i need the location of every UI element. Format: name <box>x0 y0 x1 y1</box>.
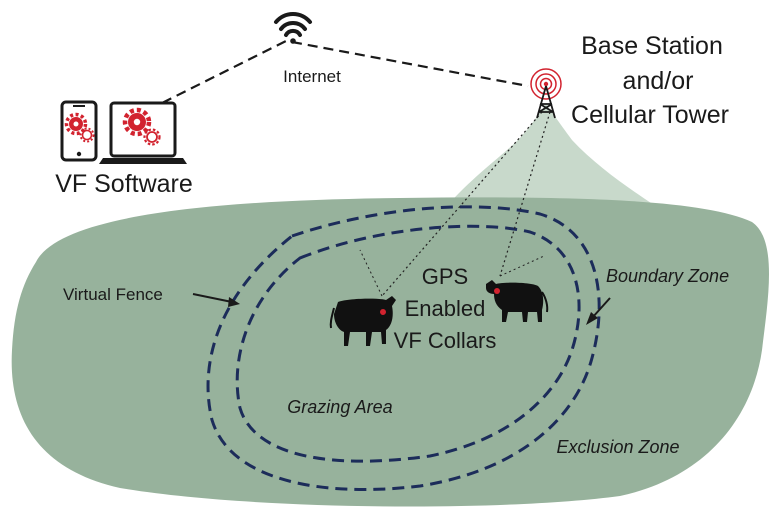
gear-icon <box>64 112 95 143</box>
boundary-zone-label: Boundary Zone <box>606 266 729 286</box>
gear-icon <box>122 107 161 146</box>
virtual-fence-label: Virtual Fence <box>63 285 163 304</box>
base-station-label-line1: Base Station <box>581 32 723 60</box>
signal-line-3 <box>359 249 383 297</box>
tower-icon <box>530 68 562 119</box>
vf-software-label: VF Software <box>55 170 193 198</box>
laptop-icon <box>99 101 187 164</box>
exclusion-zone-label: Exclusion Zone <box>556 437 679 457</box>
cow-icon <box>329 296 396 346</box>
signal-line-1 <box>381 111 543 297</box>
gps-collars-label-line3: VF Collars <box>394 328 497 353</box>
gps-collars-label-line2: Enabled <box>405 296 486 321</box>
cow-icon <box>486 280 549 322</box>
internet-link-tower <box>291 40 529 88</box>
virtual-fence-arrow <box>192 293 240 307</box>
grazing-area-label: Grazing Area <box>287 397 392 417</box>
internet-label: Internet <box>283 67 341 86</box>
virtual-fence-outer <box>206 205 601 492</box>
signal-line-4 <box>499 255 545 277</box>
base-station-label-line2: and/or <box>623 67 694 95</box>
virtual-fence-inner <box>235 224 581 463</box>
pasture-field <box>11 197 769 507</box>
wifi-icon <box>274 11 312 44</box>
base-station-label-line3: Cellular Tower <box>571 101 729 129</box>
signal-line-2 <box>499 111 551 277</box>
phone-icon <box>60 100 98 162</box>
boundary-zone-arrow <box>586 297 611 325</box>
mountain <box>440 104 668 214</box>
gps-collars-label-line1: GPS <box>422 264 468 289</box>
internet-link-software <box>147 39 289 111</box>
